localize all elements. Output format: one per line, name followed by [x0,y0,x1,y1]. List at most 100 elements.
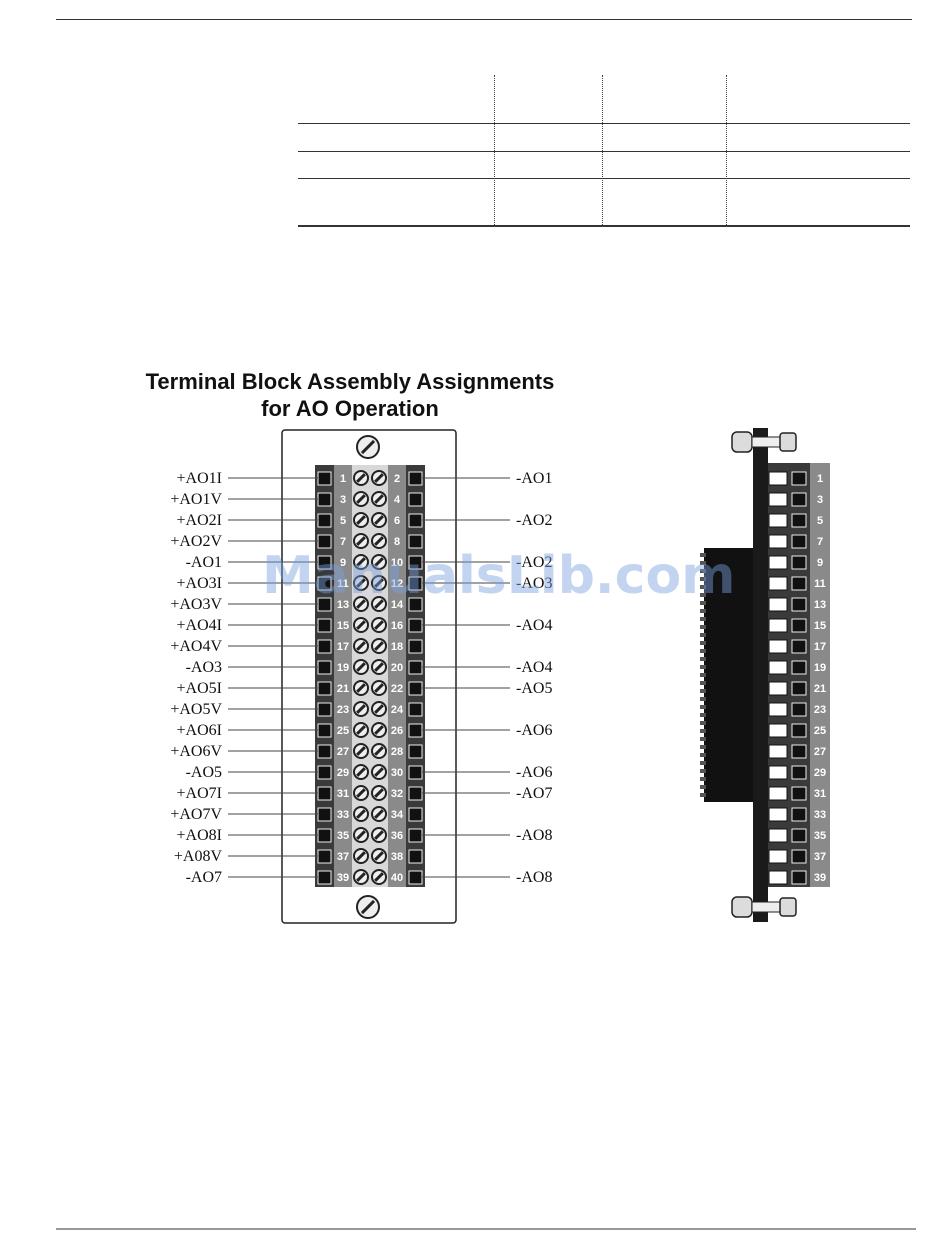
connector-pin [700,641,706,645]
terminal-screw-icon-slot [356,830,366,840]
odd-pin-strip [334,465,352,887]
pin-number-even: 8 [394,536,400,548]
wire-entry-right [408,534,423,549]
side-pin-number: 15 [814,620,826,632]
screw-column [352,465,388,887]
pin-number-odd: 7 [340,536,346,548]
side-wire-entry [791,807,807,822]
top-mount-screw-slot [360,439,376,455]
pin-number-even: 18 [391,641,403,653]
table-divider [494,75,495,227]
wire-entry-left [317,639,332,654]
top-rule [56,19,912,20]
diagram-title-line2: for AO Operation [261,396,439,421]
wire-entry-right [408,492,423,507]
pin-number-odd: 21 [337,683,349,695]
terminal-screw-icon-slot [356,746,366,756]
wire-entry-left [317,681,332,696]
left-signal-label: +AO6V [170,743,222,760]
pin-number-odd: 27 [337,746,349,758]
empty-table [298,75,910,227]
side-wire-clamp [768,660,788,675]
left-signal-label: +AO3I [177,575,222,592]
side-wire-entry [791,555,807,570]
table-line [298,123,910,124]
even-pin-strip [388,465,406,887]
pin-number-odd: 39 [337,872,349,884]
wire-entry-left [317,534,332,549]
terminal-screw-icon-slot [374,809,384,819]
terminal-screw-icon-slot [356,494,366,504]
right-signal-label: -AO7 [516,785,552,802]
side-top-screw-icon-nut [779,432,797,452]
wire-entry-left [317,660,332,675]
pin-number-even: 22 [391,683,403,695]
side-wire-clamp [768,555,788,570]
connector-pin [700,785,706,789]
side-wire-entry [791,660,807,675]
terminal-screw-icon-slot [374,851,384,861]
wire-entry-right [408,597,423,612]
side-bottom-screw-icon-shaft [751,901,781,913]
connector-pin [700,649,706,653]
bottom-rule [56,1228,916,1230]
side-pin-number: 19 [814,662,826,674]
side-wire-clamp [768,513,788,528]
side-wire-entry [791,471,807,486]
wire-entry-left [317,618,332,633]
pin-number-odd: 35 [337,830,349,842]
terminal-screw-icon-slot [356,788,366,798]
pin-number-odd: 17 [337,641,349,653]
left-signal-label: +AO7V [170,806,222,823]
connector-pin [700,625,706,629]
side-wire-entry [791,597,807,612]
wire-entry-left [317,849,332,864]
connector-pin [700,601,706,605]
pin-number-even: 40 [391,872,403,884]
wire-entry-left [317,828,332,843]
pin-number-odd: 13 [337,599,349,611]
side-pin-number: 39 [814,872,826,884]
terminal-screw-icon-slot [374,599,384,609]
terminal-screw-icon-slot [356,662,366,672]
pin-number-even: 20 [391,662,403,674]
left-signal-label: +AO3V [170,596,222,613]
side-wire-clamp [768,765,788,780]
side-wire-clamp [768,786,788,801]
wire-entry-right [408,807,423,822]
wire-entry-right [408,618,423,633]
right-signal-label: -AO4 [516,617,552,634]
connector-pin [700,585,706,589]
side-wire-clamp [768,534,788,549]
side-wire-clamp [768,639,788,654]
side-bottom-screw-icon-nut [779,897,797,917]
terminal-screw-icon-slot [374,662,384,672]
wire-entry-right [408,849,423,864]
side-wire-clamp [768,597,788,612]
left-signal-label: +AO8I [177,827,222,844]
left-signal-label: +AO5V [170,701,222,718]
wire-entry-right [408,471,423,486]
pin-number-even: 32 [391,788,403,800]
pin-number-even: 4 [394,494,401,506]
connector-pin [700,713,706,717]
connector-pin [700,761,706,765]
terminal-screw-icon-slot [356,557,366,567]
side-pin-number: 31 [814,788,826,800]
table-divider [726,75,727,227]
pin-number-even: 38 [391,851,403,863]
left-signal-label: -AO3 [186,659,222,676]
terminal-screw-icon-slot [356,809,366,819]
right-signal-label: -AO3 [516,575,552,592]
right-signal-label: -AO6 [516,722,552,739]
wire-entry-left [317,702,332,717]
wire-entry-left [317,723,332,738]
pin-number-even: 10 [391,557,403,569]
right-signal-label: -AO2 [516,512,552,529]
side-pin-number: 5 [817,515,823,527]
wire-entry-left [317,555,332,570]
side-wire-entry [791,765,807,780]
terminal-screw-icon-slot [374,557,384,567]
side-wire-clamp [768,723,788,738]
side-pin-number: 29 [814,767,826,779]
